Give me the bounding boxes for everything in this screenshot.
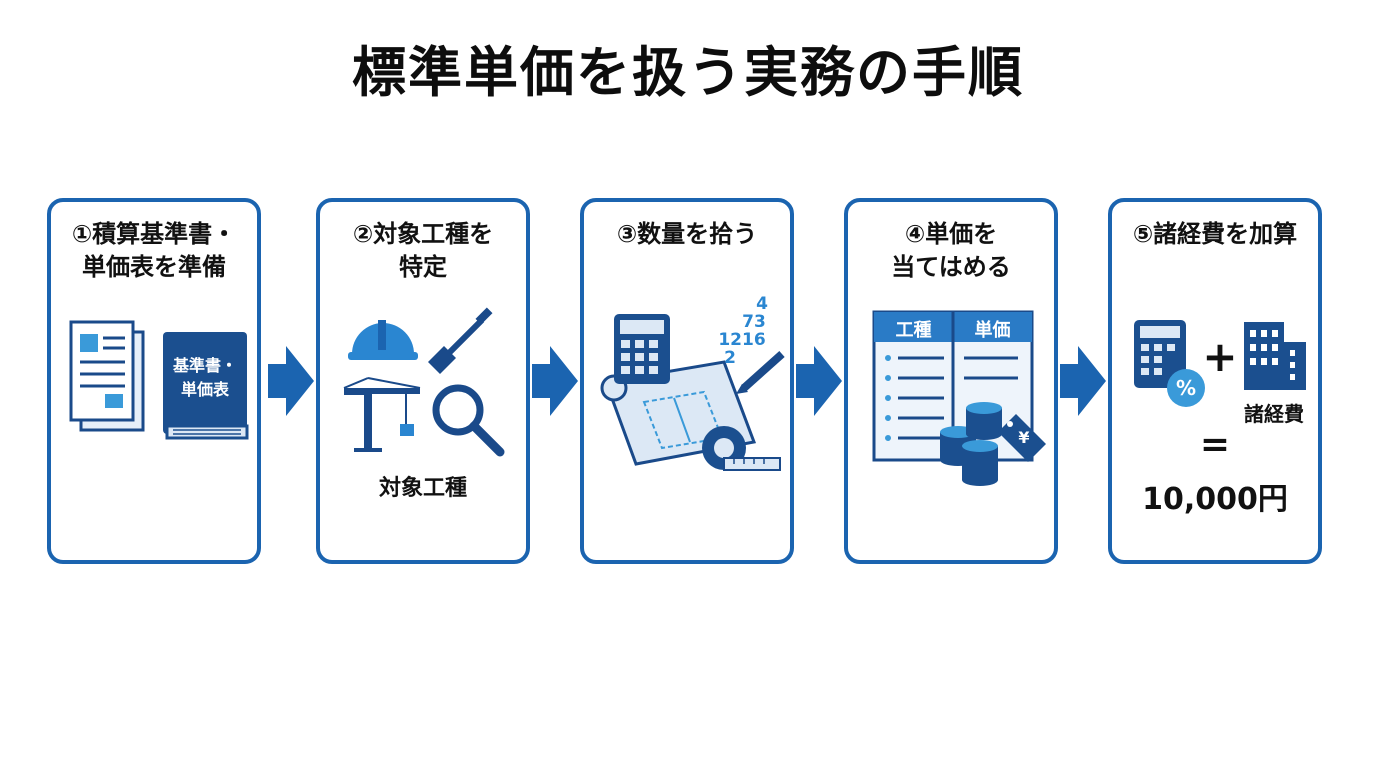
arrow-4-icon [1060, 346, 1106, 416]
step-5-title-line1: ⑤諸経費を加算 [1132, 220, 1298, 248]
coins-icon [940, 402, 1002, 486]
hard-hat-icon [348, 320, 418, 360]
step-4-card: ④単価を 当てはめる [844, 198, 1058, 564]
step-4-title-line2: 当てはめる [891, 253, 1011, 281]
construction-icons-illustration [343, 307, 505, 457]
target-work-type-caption: 対象工種 [378, 476, 467, 501]
number-73: 73 [742, 312, 766, 332]
percent-symbol: % [1175, 376, 1197, 400]
step-2-card: ②対象工種を 特定 対象工種 [316, 198, 530, 564]
book-label-line2: 単価表 [180, 380, 229, 399]
step-2-title: ②対象工種を 特定 [320, 218, 526, 284]
calculator-icon [1134, 320, 1186, 388]
step-4-title-line1: ④単価を [904, 220, 998, 248]
step-1-title-line2: 単価表を準備 [82, 253, 226, 281]
step-2-title-line1: ②対象工種を [352, 220, 494, 248]
crane-icon [343, 377, 421, 452]
office-building-icon [1244, 322, 1306, 390]
number-1216: 1216 [718, 330, 766, 350]
shovel-icon [428, 307, 493, 374]
yen-tag-symbol: ¥ [1018, 428, 1030, 447]
tape-measure-icon [702, 426, 781, 471]
result-amount: 10,000円 [1142, 482, 1288, 517]
step-1-title: ①積算基準書・ 単価表を準備 [51, 218, 257, 284]
book-icon [163, 332, 249, 440]
step-3-card: ③数量を拾う [580, 198, 794, 564]
document-stack-icon [69, 320, 145, 432]
percent-circle-icon [1167, 369, 1205, 407]
page-title: 標準単価を扱う実務の手順 [352, 41, 1024, 104]
table-header-work-type: 工種 [895, 320, 932, 341]
documents-book-illustration [69, 320, 249, 440]
arrow-3-icon [796, 346, 842, 416]
unit-price-table-illustration [872, 310, 1046, 486]
step-3-title: ③数量を拾う [584, 218, 790, 251]
arrow-2-icon [532, 346, 578, 416]
equals-symbol: = [1199, 424, 1231, 465]
number-4: 4 [756, 294, 768, 314]
quantity-takeoff-illustration [600, 314, 785, 471]
number-2: 2 [724, 348, 736, 368]
step-1-card: ①積算基準書・ 単価表を準備 基準書・ 単価表 [47, 198, 261, 564]
pencil-icon [736, 351, 785, 394]
overhead-label: 諸経費 [1244, 402, 1304, 426]
table-header-unit-price: 単価 [974, 320, 1011, 341]
plus-symbol: + [1202, 332, 1238, 381]
step-3-title-line1: ③数量を拾う [616, 220, 758, 248]
step-1-title-line1: ①積算基準書・ [71, 220, 237, 248]
book-label-line1: 基準書・ [172, 356, 237, 375]
yen-price-tag-icon [998, 414, 1046, 462]
overhead-illustration [1134, 320, 1306, 407]
step-5-title: ⑤諸経費を加算 [1112, 218, 1318, 251]
step-4-title: ④単価を 当てはめる [848, 218, 1054, 284]
step-5-card: ⑤諸経費を加算 % + 諸経費 = 10,000円 [1108, 198, 1322, 564]
arrow-1-icon [268, 346, 314, 416]
calculator-icon [614, 314, 670, 384]
price-table-icon [872, 310, 1034, 462]
magnifier-icon [432, 384, 505, 457]
step-2-title-line2: 特定 [399, 253, 447, 281]
